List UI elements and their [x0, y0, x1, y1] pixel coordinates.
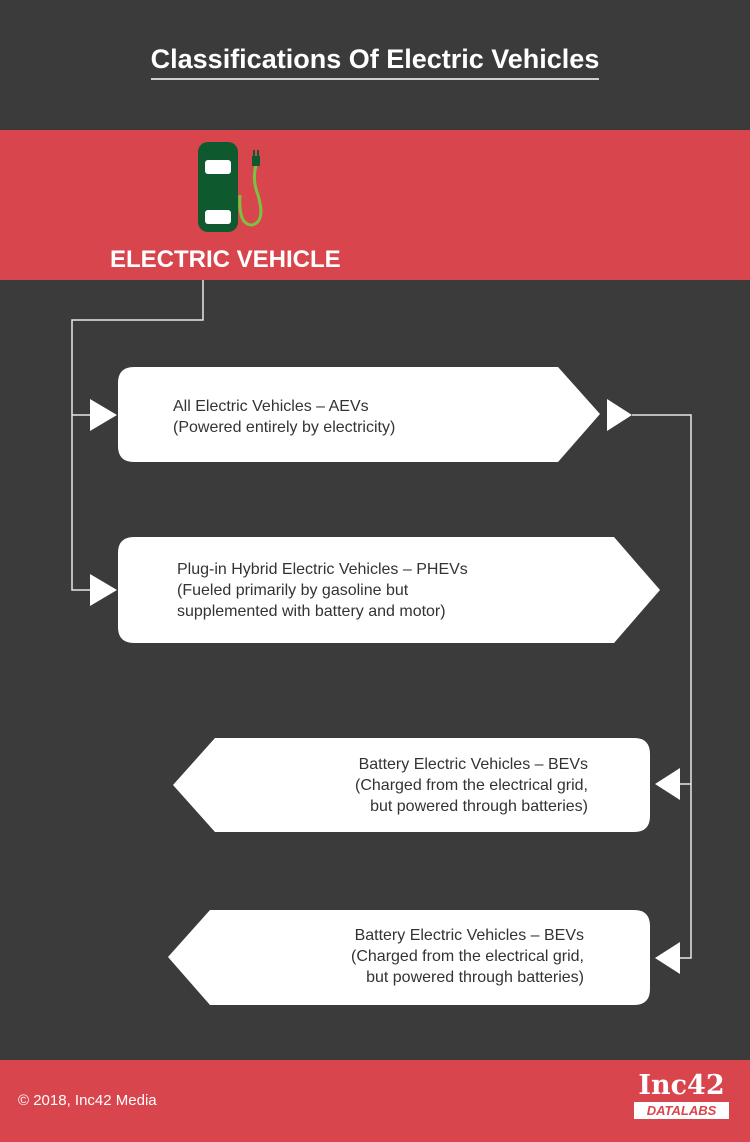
- connector-lines: [71, 280, 692, 959]
- box-phev: Plug-in Hybrid Electric Vehicles – PHEVs…: [177, 561, 468, 620]
- copyright: © 2018, Inc42 Media: [18, 1092, 157, 1109]
- header-band: [0, 130, 750, 280]
- footer: [0, 1060, 750, 1142]
- boxes: [118, 367, 660, 1005]
- electric-car-charging-icon: [198, 142, 263, 232]
- page-title: Classifications Of Electric Vehicles: [0, 44, 750, 80]
- inc42-logo: Inc42 DATALABS: [634, 1072, 729, 1119]
- box-bev-1: Battery Electric Vehicles – BEVs (Charge…: [355, 756, 588, 815]
- box-aev: All Electric Vehicles – AEVs (Powered en…: [173, 398, 396, 436]
- electric-vehicle-label: ELECTRIC VEHICLE: [110, 246, 341, 273]
- box-bev-2: Battery Electric Vehicles – BEVs (Charge…: [351, 927, 584, 986]
- arrows: [90, 399, 680, 974]
